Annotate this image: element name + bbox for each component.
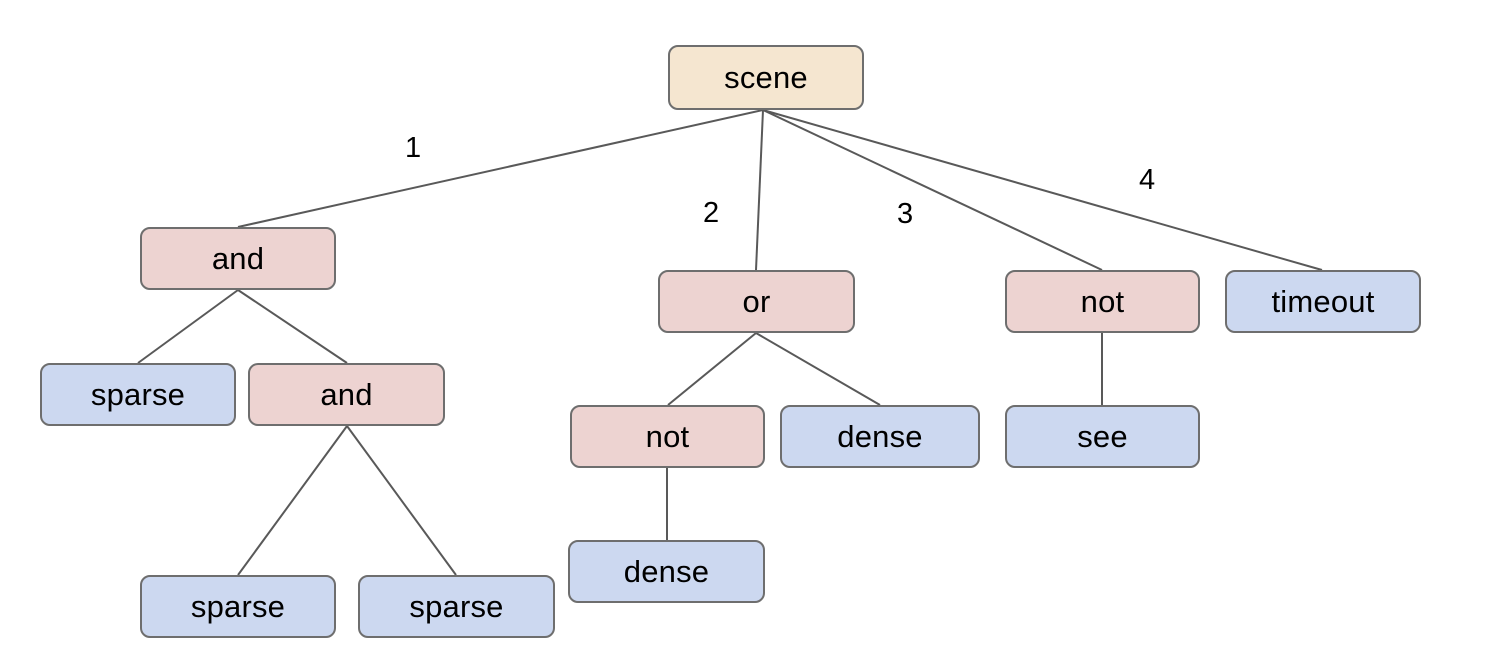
tree-node-not2[interactable]: not (1005, 270, 1200, 333)
tree-edge (346, 425, 457, 576)
tree-node-see1[interactable]: see (1005, 405, 1200, 468)
tree-edge (237, 109, 764, 228)
tree-edge (137, 289, 239, 364)
edge-label: 4 (1139, 164, 1156, 196)
tree-node-sparse1[interactable]: sparse (40, 363, 236, 426)
tree-node-timeout1[interactable]: timeout (1225, 270, 1421, 333)
tree-node-not1[interactable]: not (570, 405, 765, 468)
tree-edge (667, 332, 757, 406)
edge-label: 1 (405, 132, 422, 164)
tree-edge (237, 425, 348, 576)
tree-edge (755, 332, 881, 406)
tree-node-dense2[interactable]: dense (568, 540, 765, 603)
tree-node-sparse3[interactable]: sparse (358, 575, 555, 638)
tree-node-sparse2[interactable]: sparse (140, 575, 336, 638)
tree-edge (755, 109, 764, 271)
edge-label: 2 (703, 197, 720, 229)
tree-node-and2[interactable]: and (248, 363, 445, 426)
tree-edge (762, 109, 1323, 271)
tree-node-dense1[interactable]: dense (780, 405, 980, 468)
tree-node-or1[interactable]: or (658, 270, 855, 333)
tree-node-and1[interactable]: and (140, 227, 336, 290)
tree-node-scene[interactable]: scene (668, 45, 864, 110)
edge-label: 3 (897, 198, 914, 230)
tree-edge (237, 289, 348, 364)
tree-edge (762, 109, 1103, 271)
